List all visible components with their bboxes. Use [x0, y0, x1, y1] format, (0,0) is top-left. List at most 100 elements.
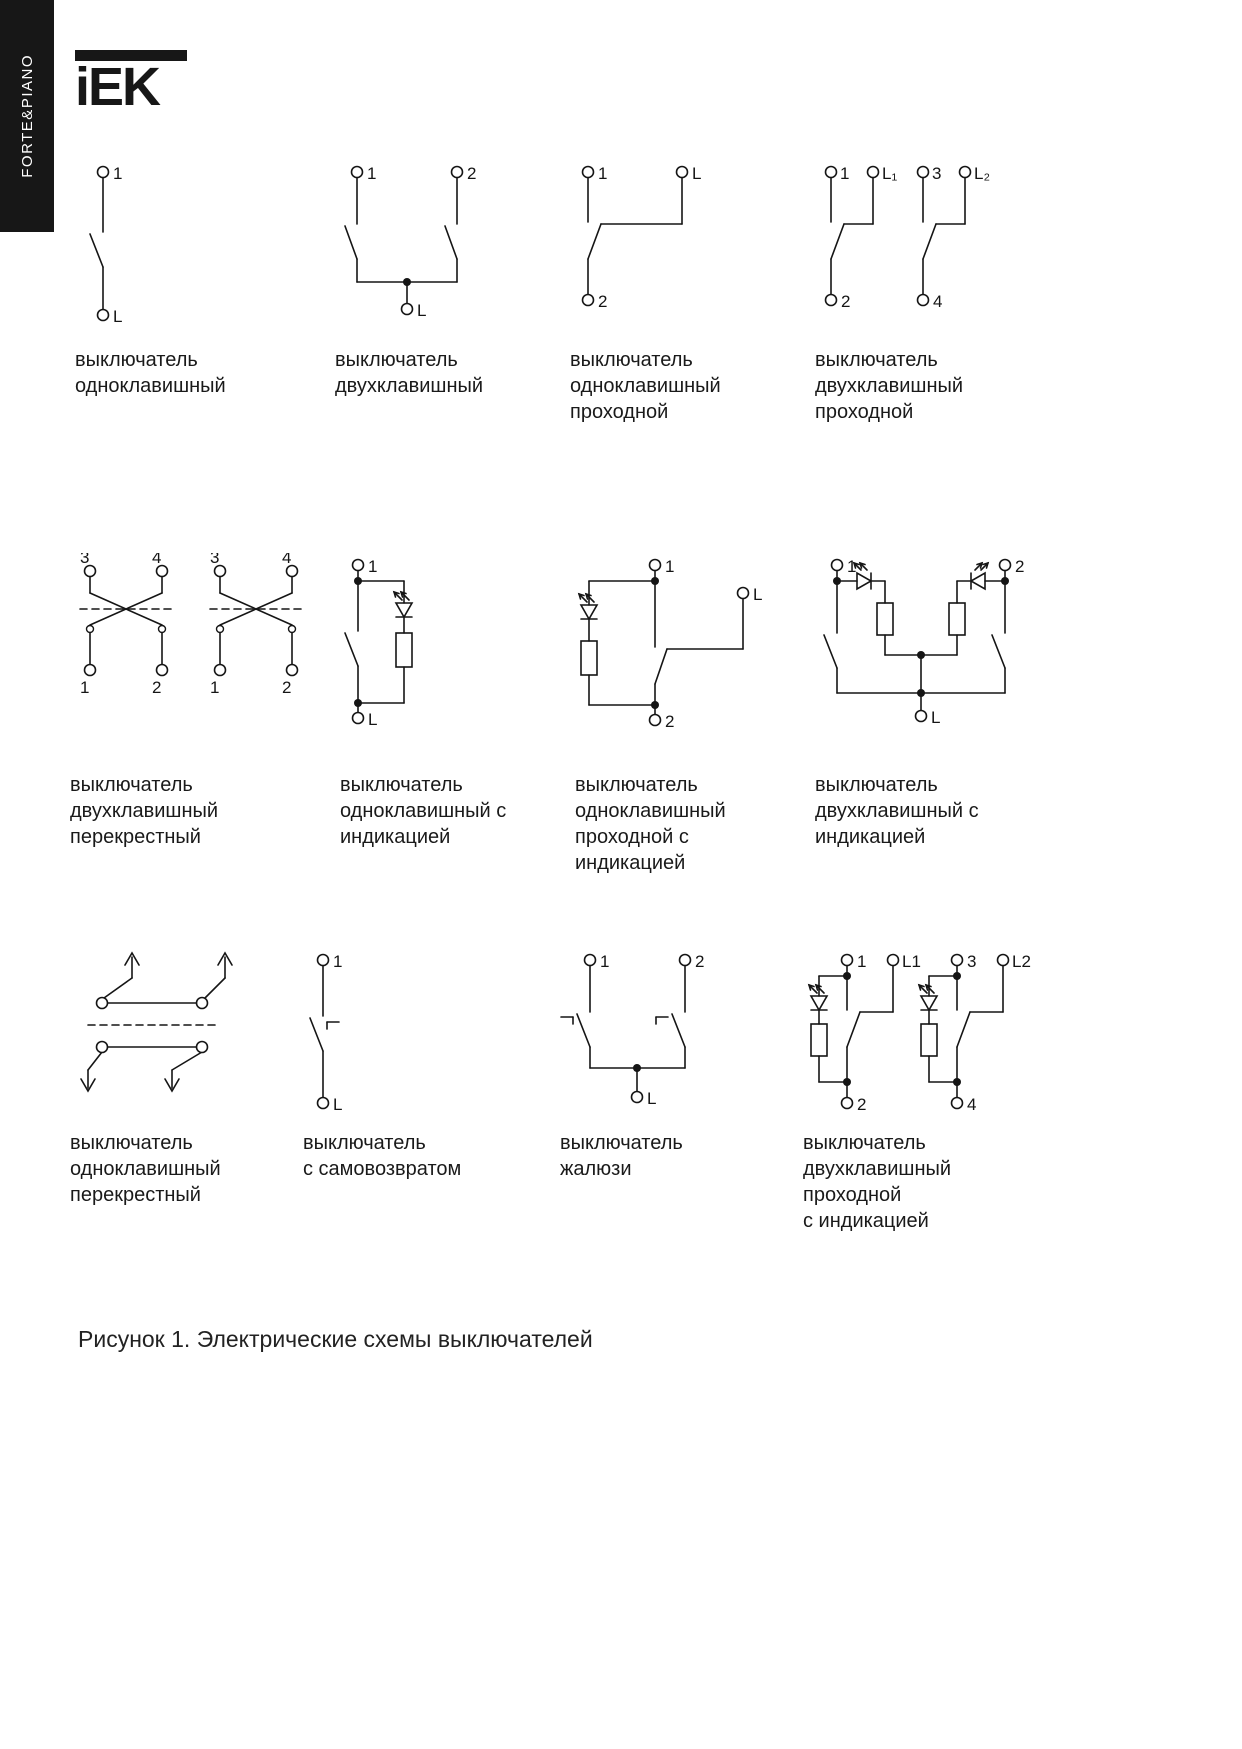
figure-caption: Рисунок 1. Электрические схемы выключате… [78, 1326, 593, 1352]
diagram-label: выключатель двухклавишный проходной с ин… [803, 1132, 952, 1232]
diagram-single-switch: 1 L выключатель одноклавишный [75, 160, 235, 399]
schematic-area: 1 L1 2 [803, 948, 1048, 1130]
schematic-area: 1 L [340, 553, 506, 772]
diagram-momentary-switch: 1 L выключатель с самовозвратом [303, 948, 461, 1182]
contact [95, 1040, 109, 1054]
terminal-label: 2 [282, 678, 291, 697]
terminal [678, 953, 692, 967]
single-two-way-schematic: 1 L 2 [581, 164, 701, 311]
diagram-label: выключатель одноклавишный проходной с ин… [575, 774, 726, 874]
terminal-label: L [753, 585, 762, 604]
terminal-label: L [113, 307, 122, 326]
arrow-up-icon [103, 951, 140, 999]
terminal [350, 165, 364, 179]
terminal-label: L₁ [882, 164, 897, 183]
led-icon [807, 983, 829, 1012]
double-switch-schematic: 1 2 L [344, 164, 476, 320]
junction-dot [843, 1078, 851, 1086]
terminal [866, 165, 880, 179]
terminal [675, 165, 689, 179]
diagram-label: выключатель двухклавишный перекрестный [70, 774, 219, 848]
diagram-single-crossover-switch: выключатель одноклавишный перекрестный [70, 948, 270, 1208]
terminal [351, 558, 365, 572]
diagram-label: выключатель одноклавишный проходной [570, 349, 721, 423]
led-icon [969, 561, 990, 591]
terminal [840, 953, 854, 967]
terminal [83, 663, 97, 677]
crossover-unit: 3 4 1 2 [79, 548, 173, 697]
junction-dot [917, 651, 925, 659]
single-crossover-schematic [80, 951, 233, 1093]
terminal-label: 2 [695, 952, 704, 971]
terminal-label: 4 [282, 553, 291, 567]
diagram-label: выключатель двухклавишный с индикацией [815, 774, 979, 848]
terminal [840, 1096, 854, 1110]
terminal-label: 1 [113, 164, 122, 183]
series-label: FORTE&PIANO [18, 54, 36, 178]
terminal [450, 165, 464, 179]
diagram-label: выключатель двухклавишный [335, 349, 484, 397]
junction-dot [953, 972, 961, 980]
junction-dot [833, 577, 841, 585]
terminal [583, 953, 597, 967]
double-crossover-schematic: 3 4 1 2 [79, 548, 303, 697]
wires [560, 964, 686, 1093]
contact [157, 624, 167, 634]
terminal-label: 1 [368, 557, 377, 576]
terminal-label: L [692, 164, 701, 183]
terminal-label: 1 [80, 678, 89, 697]
diagram-single-two-way-switch: 1 L 2 выключатель одноклавишный проходно… [570, 160, 760, 425]
wires [823, 569, 1006, 712]
terminal-label: 4 [967, 1095, 976, 1114]
terminal-label: 1 [665, 557, 674, 576]
double-indicator-schematic: 1 2 L [823, 557, 1024, 727]
junction-dot [1001, 577, 1009, 585]
led-icon [577, 592, 599, 621]
junction-dot [651, 577, 659, 585]
terminal-label: L [931, 708, 940, 727]
terminal [96, 308, 110, 322]
resistor [876, 602, 894, 636]
double-two-way-schematic: 1 L₁ 3 L₂ 2 4 [824, 164, 990, 311]
wires [588, 569, 744, 715]
schematic-area [70, 948, 270, 1130]
schematic-area: 1 L 2 [570, 160, 760, 347]
series-tab: FORTE&PIANO [0, 0, 54, 232]
terminal-label: 4 [152, 553, 161, 567]
terminal-label: 1 [333, 952, 342, 971]
terminal [581, 165, 595, 179]
terminal [155, 564, 169, 578]
terminal [998, 558, 1012, 572]
terminal [648, 558, 662, 572]
schematic-area: 1 L 2 [575, 553, 770, 772]
terminal [916, 165, 930, 179]
terminal-label: 2 [467, 164, 476, 183]
diagram-label: выключатель жалюзи [560, 1132, 683, 1180]
arrow-down-icon [164, 1051, 203, 1093]
terminal-label: 1 [857, 952, 866, 971]
terminal [630, 1090, 644, 1104]
terminal [914, 709, 928, 723]
diagram-double-two-way-switch: 1 L₁ 3 L₂ 2 4 выключатель двухклавишный … [815, 160, 1015, 425]
terminal [213, 564, 227, 578]
terminal-label: L [368, 710, 377, 729]
diagram-double-switch-indicator: 1 2 L выключатель двухклавишный с индика… [815, 553, 1030, 850]
terminal [83, 564, 97, 578]
terminal-label: 2 [152, 678, 161, 697]
terminal-label: 3 [967, 952, 976, 971]
schematic-area: 1 2 L [335, 160, 505, 347]
terminal-label: L1 [902, 952, 921, 971]
diagram-double-two-way-indicator: 1 L1 2 [803, 948, 1048, 1234]
terminal-label: 1 [598, 164, 607, 183]
resistor [580, 640, 598, 676]
terminal [351, 711, 365, 725]
terminal [400, 302, 414, 316]
terminal-label: L [417, 301, 426, 320]
terminal-label: 1 [600, 952, 609, 971]
schematic-area: 1 L [303, 948, 461, 1130]
contact [287, 624, 297, 634]
terminal [316, 1096, 330, 1110]
diagram-single-switch-indicator: 1 L выключатель одноклавишный с индикаци… [340, 553, 506, 850]
wires [587, 176, 683, 296]
